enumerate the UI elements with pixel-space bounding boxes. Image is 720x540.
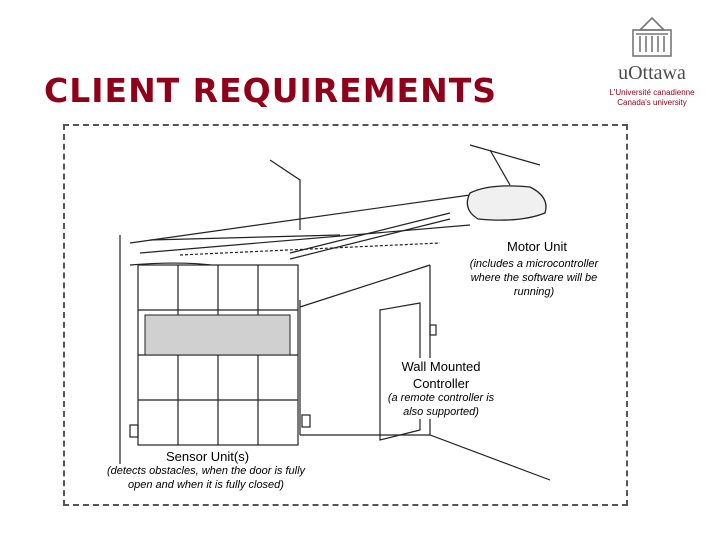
motor-unit-title: Motor Unit [492,238,582,256]
garage-illustration [90,135,630,495]
motor-unit-detail: (includes a microcontroller where the so… [458,257,610,299]
door-panel-highlight [145,315,290,355]
slide-title: CLIENT REQUIREMENTS [44,74,497,107]
wall-controller-title: Wall Mounted Controller [389,358,493,392]
motor-unit-shape [467,186,546,220]
building-icon [600,12,704,62]
logo-wordmark: uOttawa [600,62,704,85]
logo-tagline-french: L'Université canadienne [600,88,704,97]
sensor-unit-detail: (detects obstacles, when the door is ful… [103,464,309,492]
wall-controller-detail: (a remote controller is also supported) [383,391,499,419]
logo-tagline-english: Canada's university [600,98,704,107]
sensor-unit-title: Sensor Unit(s) [150,449,265,464]
uottawa-logo: uOttawa L'Université canadienne Canada's… [600,12,704,112]
